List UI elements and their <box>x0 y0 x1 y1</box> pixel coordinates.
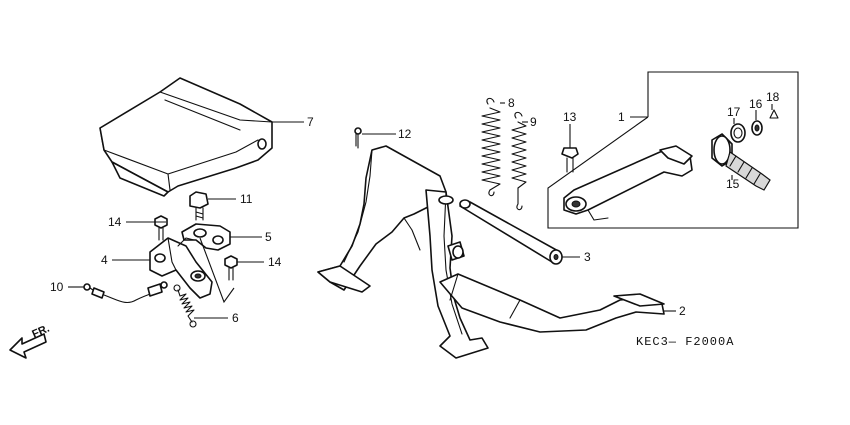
part-14-bolt-upper <box>154 215 168 241</box>
leader-lines <box>68 102 773 319</box>
part-3-shaft <box>459 199 563 265</box>
part-6-spring <box>173 284 197 328</box>
part-7-step-cover <box>99 77 273 197</box>
part-9-spring <box>511 111 527 211</box>
part-4-stopper-bracket <box>149 237 213 299</box>
part-5-bracket <box>181 223 231 251</box>
part-17-washer <box>730 123 746 143</box>
part-14-bolt-lower <box>224 255 238 281</box>
part-12-pin <box>354 127 362 149</box>
callout-2: 2 <box>679 304 686 318</box>
diagram-code: KEC3— F2000A <box>636 335 734 349</box>
callout-18: 18 <box>766 90 780 104</box>
part-1-kick-arm <box>563 145 693 221</box>
callout-6: 6 <box>232 311 239 325</box>
part-1-group-frame <box>547 71 799 229</box>
callout-15: 15 <box>726 177 740 191</box>
callout-numbers: 7 8 9 12 13 1 17 16 18 15 11 5 4 14 14 6… <box>50 90 780 325</box>
callout-13: 13 <box>563 110 577 124</box>
part-15-pedal-rubber <box>711 133 771 191</box>
callout-16: 16 <box>749 97 763 111</box>
callout-17: 17 <box>727 105 741 119</box>
callout-8: 8 <box>508 96 515 110</box>
part-11-bolt <box>189 191 209 221</box>
callout-11: 11 <box>240 192 253 206</box>
direction-label: FR. <box>30 323 51 341</box>
callout-9: 9 <box>530 115 537 129</box>
callout-14-lower: 14 <box>268 255 282 269</box>
callout-4: 4 <box>101 253 108 267</box>
front-direction-arrow-icon: FR. <box>9 323 51 359</box>
part-16-collar <box>751 120 763 136</box>
callout-14-upper: 14 <box>108 215 122 229</box>
callout-1: 1 <box>618 110 625 124</box>
callout-7: 7 <box>307 115 314 129</box>
callout-12: 12 <box>398 127 412 141</box>
callout-10: 10 <box>50 280 64 294</box>
part-18-clip <box>769 109 779 119</box>
part-8-spring <box>481 97 501 197</box>
part-2-main-stand <box>317 145 665 359</box>
callout-5: 5 <box>265 230 272 244</box>
callout-3: 3 <box>584 250 591 264</box>
part-10-cable <box>83 281 168 304</box>
